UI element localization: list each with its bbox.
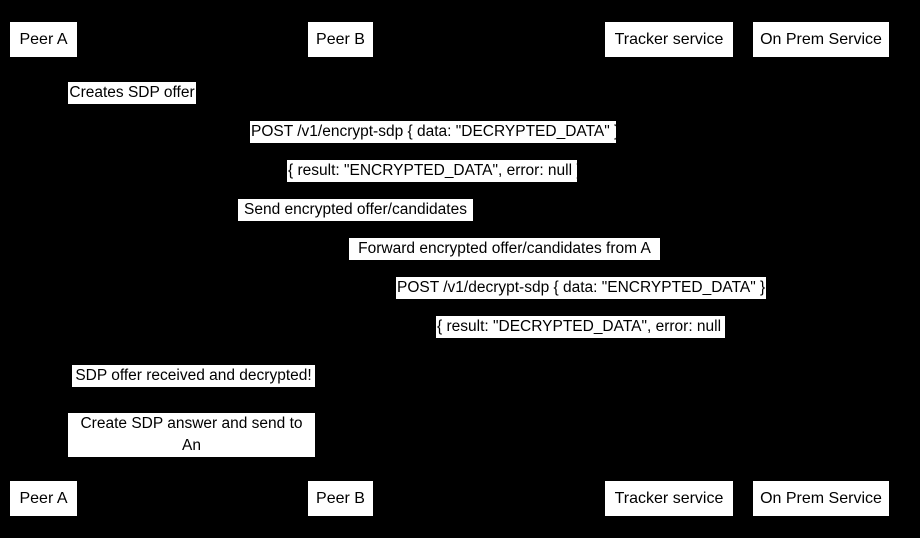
participant-label: Tracker service	[614, 489, 724, 507]
message-post-encrypt-sdp: POST /v1/encrypt-sdp { data: "DECRYPTED_…	[250, 121, 620, 143]
participant-top-on-prem-service[interactable]: On Prem Service	[753, 22, 889, 57]
message-text: POST /v1/decrypt-sdp { data: "ENCRYPTED_…	[397, 279, 766, 296]
participant-label: Tracker service	[614, 30, 724, 48]
message-text: SDP offer received and decrypted!	[75, 367, 312, 384]
message-text: Send encrypted offer/candidates	[244, 201, 467, 218]
message-text: Forward encrypted offer/candidates from …	[358, 240, 651, 257]
participant-top-tracker-service[interactable]: Tracker service	[605, 22, 733, 57]
participant-top-peer-b[interactable]: Peer B	[308, 22, 373, 57]
message-text-line-2: using the same mechanism	[97, 459, 286, 476]
participant-label: On Prem Service	[760, 30, 882, 48]
participant-label: Peer B	[316, 30, 365, 48]
message-sdp-offer-received: SDP offer received and decrypted!	[72, 365, 315, 387]
message-post-decrypt-sdp: POST /v1/decrypt-sdp { data: "ENCRYPTED_…	[396, 277, 766, 299]
message-text-line-1: Create SDP answer and send to An	[80, 415, 303, 454]
participant-label: On Prem Service	[760, 489, 882, 507]
participant-label: Peer B	[316, 489, 365, 507]
message-text: POST /v1/encrypt-sdp { data: "DECRYPTED_…	[251, 123, 620, 140]
participant-bottom-tracker-service[interactable]: Tracker service	[605, 481, 733, 516]
message-forward-encrypted-offer: Forward encrypted offer/candidates from …	[349, 238, 660, 260]
participant-bottom-peer-b[interactable]: Peer B	[308, 481, 373, 516]
message-send-encrypted-offer: Send encrypted offer/candidates	[238, 199, 473, 221]
participant-bottom-peer-a[interactable]: Peer A	[10, 481, 77, 516]
message-result-encrypted-data: { result: "ENCRYPTED_DATA", error: null …	[287, 160, 582, 182]
message-text: Creates SDP offer	[69, 84, 195, 101]
message-text: { result: "DECRYPTED_DATA", error: null …	[437, 318, 731, 335]
message-result-decrypted-data: { result: "DECRYPTED_DATA", error: null …	[436, 316, 731, 338]
participant-top-peer-a[interactable]: Peer A	[10, 22, 77, 57]
participant-label: Peer A	[19, 30, 68, 48]
participant-label: Peer A	[19, 489, 68, 507]
message-text: { result: "ENCRYPTED_DATA", error: null …	[288, 162, 582, 179]
message-creates-sdp-offer: Creates SDP offer	[68, 82, 196, 104]
message-create-sdp-answer: Create SDP answer and send to An using t…	[68, 413, 315, 476]
participant-bottom-on-prem-service[interactable]: On Prem Service	[753, 481, 889, 516]
